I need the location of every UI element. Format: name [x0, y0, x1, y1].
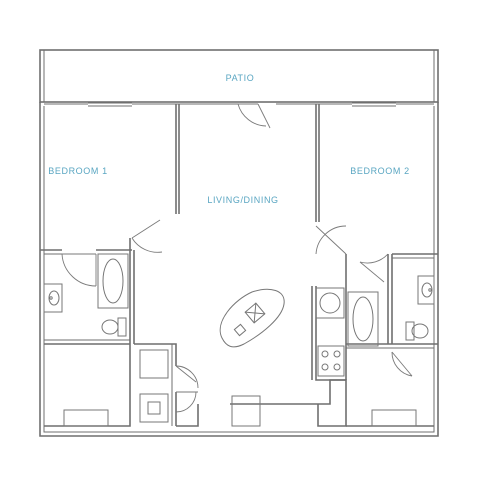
bedroom1-label: BEDROOM 1 [48, 166, 107, 176]
bedroom2-closet [346, 409, 434, 427]
patio-sliding-doors [44, 102, 434, 129]
bedroom2-door [315, 225, 389, 283]
bedroom2-label: BEDROOM 2 [350, 166, 409, 176]
kitchen-walls [176, 286, 347, 427]
bedroom1-walls [40, 104, 180, 255]
bedroom1-door [131, 219, 163, 253]
patio-area [39, 49, 439, 103]
kitchen-island [219, 288, 285, 348]
exterior-walls [39, 102, 439, 437]
bedroom1-closet [44, 344, 131, 427]
bath1 [43, 250, 135, 345]
closet-laundry-left [134, 343, 199, 426]
bath2 [346, 254, 438, 377]
bedroom2-walls [315, 104, 438, 380]
patio-label: PATIO [226, 73, 255, 83]
living-dining-label: LIVING/DINING [207, 195, 278, 205]
